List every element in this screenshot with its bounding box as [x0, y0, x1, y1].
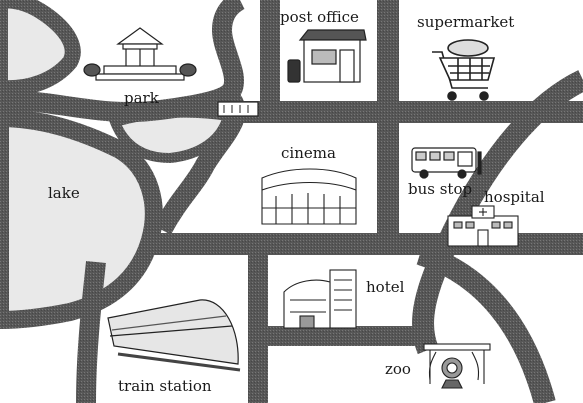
cinema-building-icon [261, 168, 357, 225]
train-station-label: train station [118, 377, 212, 395]
zoo-gate-icon [423, 343, 491, 389]
park-label: park [124, 89, 159, 107]
shopping-cart-icon [432, 39, 496, 101]
bus-stop-label: bus stop [408, 180, 473, 198]
hotel-building-icon [283, 269, 357, 329]
hospital-label: hospital [484, 188, 545, 206]
pavilion-icon [83, 27, 197, 81]
lake [0, 0, 235, 330]
bridge-icon [217, 101, 259, 117]
cinema-label: cinema [281, 144, 336, 162]
hotel-label: hotel [366, 278, 405, 296]
train-icon [107, 299, 241, 372]
lake-label: lake [48, 184, 80, 202]
zoo-label: zoo [385, 360, 411, 378]
bus-icon [411, 147, 482, 179]
post-office-icon [287, 29, 367, 83]
lake-upper-water [0, 0, 81, 97]
hospital-building-icon [447, 205, 519, 247]
road-west-lower [76, 260, 106, 403]
road-south-curve [416, 243, 556, 403]
supermarket-label: supermarket [417, 13, 515, 31]
road-park-river [0, 0, 245, 123]
post-office-label: post office [280, 8, 359, 26]
